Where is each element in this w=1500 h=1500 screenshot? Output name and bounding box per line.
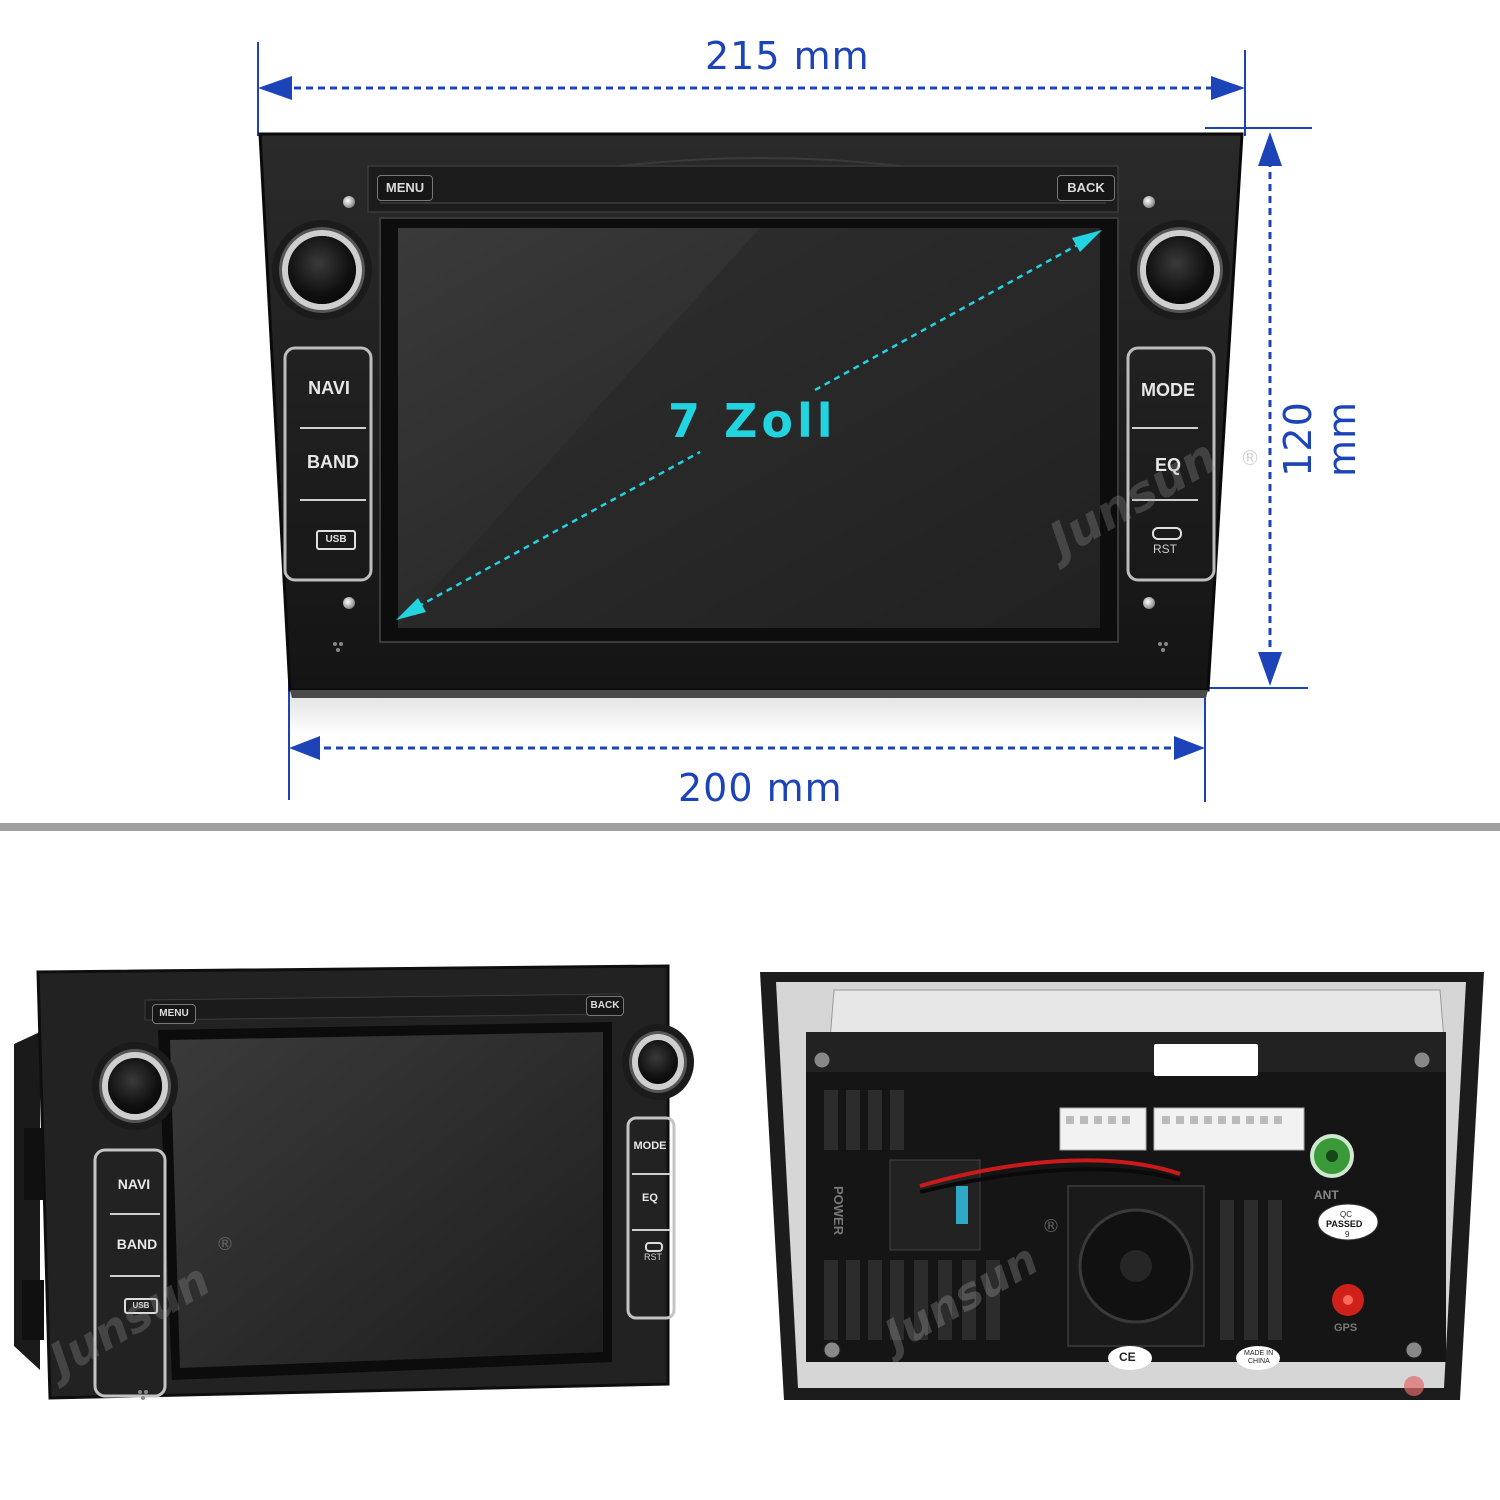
angled-eq-button[interactable]: EQ xyxy=(642,1192,658,1204)
diagonal-label: 7 Zoll xyxy=(668,394,837,448)
ce-label: CE xyxy=(1119,1350,1136,1364)
angled-front-view xyxy=(14,964,676,1400)
rear-registered-mark: ® xyxy=(1042,1216,1060,1237)
left-volume-knob[interactable] xyxy=(288,236,356,304)
china-label: CHINA xyxy=(1248,1358,1270,1365)
made-in-label: MADE IN xyxy=(1244,1350,1274,1357)
diagonal-arrow xyxy=(407,236,1091,614)
back-button[interactable]: BACK xyxy=(1057,175,1115,201)
section-separator xyxy=(0,823,1500,831)
angled-registered-mark: ® xyxy=(216,1234,234,1255)
angled-mode-button[interactable]: MODE xyxy=(633,1140,667,1152)
screw xyxy=(343,196,355,208)
screw xyxy=(1143,196,1155,208)
arrow-heads xyxy=(258,76,1282,760)
gps-label: GPS xyxy=(1334,1322,1358,1334)
reset-button[interactable]: RST xyxy=(1153,542,1177,556)
mode-button[interactable]: MODE xyxy=(1141,380,1195,400)
qc-passed-label: PASSED xyxy=(1326,1219,1363,1229)
angled-usb-c-port[interactable] xyxy=(645,1242,663,1252)
menu-button[interactable]: MENU xyxy=(377,175,433,201)
angled-navi-button[interactable]: NAVI xyxy=(117,1176,151,1192)
angled-left-knob[interactable] xyxy=(108,1058,162,1114)
power-label: POWER xyxy=(831,1186,846,1236)
band-button[interactable]: BAND xyxy=(307,452,359,472)
dimension-arrows xyxy=(282,86,1272,750)
screw xyxy=(1143,597,1155,609)
angled-band-button[interactable]: BAND xyxy=(116,1236,158,1252)
dimension-drawing xyxy=(257,42,1312,802)
width-bottom-label: 200 mm xyxy=(678,766,843,810)
rear-view xyxy=(760,972,1484,1400)
qc-top-label: QC xyxy=(1340,1210,1352,1219)
qc-number-label: 9 xyxy=(1345,1230,1350,1239)
angled-reset-button[interactable]: RST xyxy=(644,1252,662,1262)
usb-c-port[interactable] xyxy=(1152,527,1182,540)
angled-usb-label: USB xyxy=(132,1301,150,1310)
usb-label: USB xyxy=(325,534,347,545)
angled-right-knob[interactable] xyxy=(638,1040,678,1084)
registered-mark: ® xyxy=(1240,446,1260,470)
angled-usb-port[interactable]: USB xyxy=(124,1298,158,1314)
angled-back-button[interactable]: BACK xyxy=(586,996,624,1016)
usb-port[interactable]: USB xyxy=(316,530,356,550)
width-top-label: 215 mm xyxy=(705,34,870,78)
screw xyxy=(343,597,355,609)
angled-menu-button[interactable]: MENU xyxy=(152,1004,196,1024)
right-tune-knob[interactable] xyxy=(1146,236,1214,304)
eq-button[interactable]: EQ xyxy=(1154,455,1181,475)
dimension-extension-lines xyxy=(257,42,1312,802)
height-label: 120 mm xyxy=(1276,400,1364,478)
navi-button[interactable]: NAVI xyxy=(308,378,350,398)
antenna-label: ANT xyxy=(1314,1188,1339,1202)
